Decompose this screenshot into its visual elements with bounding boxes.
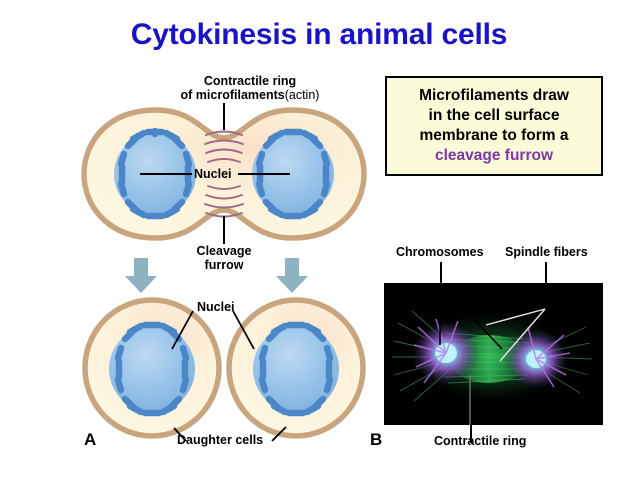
dividing-cell-diagram	[78, 104, 370, 244]
panel-a-letter: A	[84, 430, 97, 449]
contractile-ring-label-line1: Contractile ring	[203, 74, 297, 88]
nuclei-bottom-label: Nuclei	[197, 300, 235, 314]
cleavage-furrow-line1: Cleavage	[196, 244, 252, 258]
chromosomes-label: Chromosomes	[396, 245, 484, 259]
daughter-cells-label: Daughter cells	[177, 433, 264, 447]
chromosomes-leader-line	[440, 262, 442, 284]
contractile-ring-waves-upper	[204, 130, 244, 163]
actin-suffix: (actin)	[284, 88, 320, 102]
daughter-cell-left	[82, 297, 222, 439]
nuclei-bottom-leader-lines	[171, 310, 255, 350]
callout-line-3: membrane to form a	[419, 127, 569, 144]
callout-line-2: in the cell surface	[428, 107, 560, 124]
nucleus-left-top	[114, 127, 196, 220]
callout-text: Microfilaments draw in the cell surface …	[413, 86, 575, 166]
down-arrow-right	[275, 258, 309, 299]
spindle-fibers-label: Spindle fibers	[505, 245, 588, 259]
daughter-cells-diagram	[78, 296, 370, 444]
spindle-fibers-leader-line	[545, 262, 547, 284]
panel-b-letter: B	[370, 430, 383, 449]
contractile-ring-label-line2: of microfilaments	[180, 88, 285, 102]
daughter-cell-right	[226, 297, 366, 439]
micrograph-leader-lines	[439, 283, 546, 425]
cleavage-furrow-line2: furrow	[204, 258, 244, 272]
contractile-ring-leader-line	[223, 103, 225, 130]
page-title: Cytokinesis in animal cells	[130, 18, 508, 51]
cleavage-furrow-leader-line	[223, 216, 225, 244]
contractile-ring-b-label: Contractile ring	[434, 434, 527, 448]
spindle-micrograph	[384, 283, 603, 425]
contractile-ring-b-leader-line	[470, 425, 472, 443]
nucleus-right-top	[252, 128, 334, 220]
callout-highlight-term: cleavage furrow	[434, 147, 554, 164]
contractile-ring-label: Contractile ring of microfilaments(actin…	[160, 74, 340, 102]
cleavage-furrow-label: Cleavage furrow	[178, 244, 270, 272]
down-arrow-left	[124, 258, 158, 299]
nuclei-top-label: Nuclei	[194, 167, 232, 181]
daughter-cells-leader-lines	[173, 426, 287, 442]
callout-box: Microfilaments draw in the cell surface …	[385, 76, 603, 176]
nuclei-top-leader-right	[238, 173, 290, 175]
nuclei-top-leader-left	[140, 173, 192, 175]
callout-line-1: Microfilaments draw	[419, 87, 569, 104]
